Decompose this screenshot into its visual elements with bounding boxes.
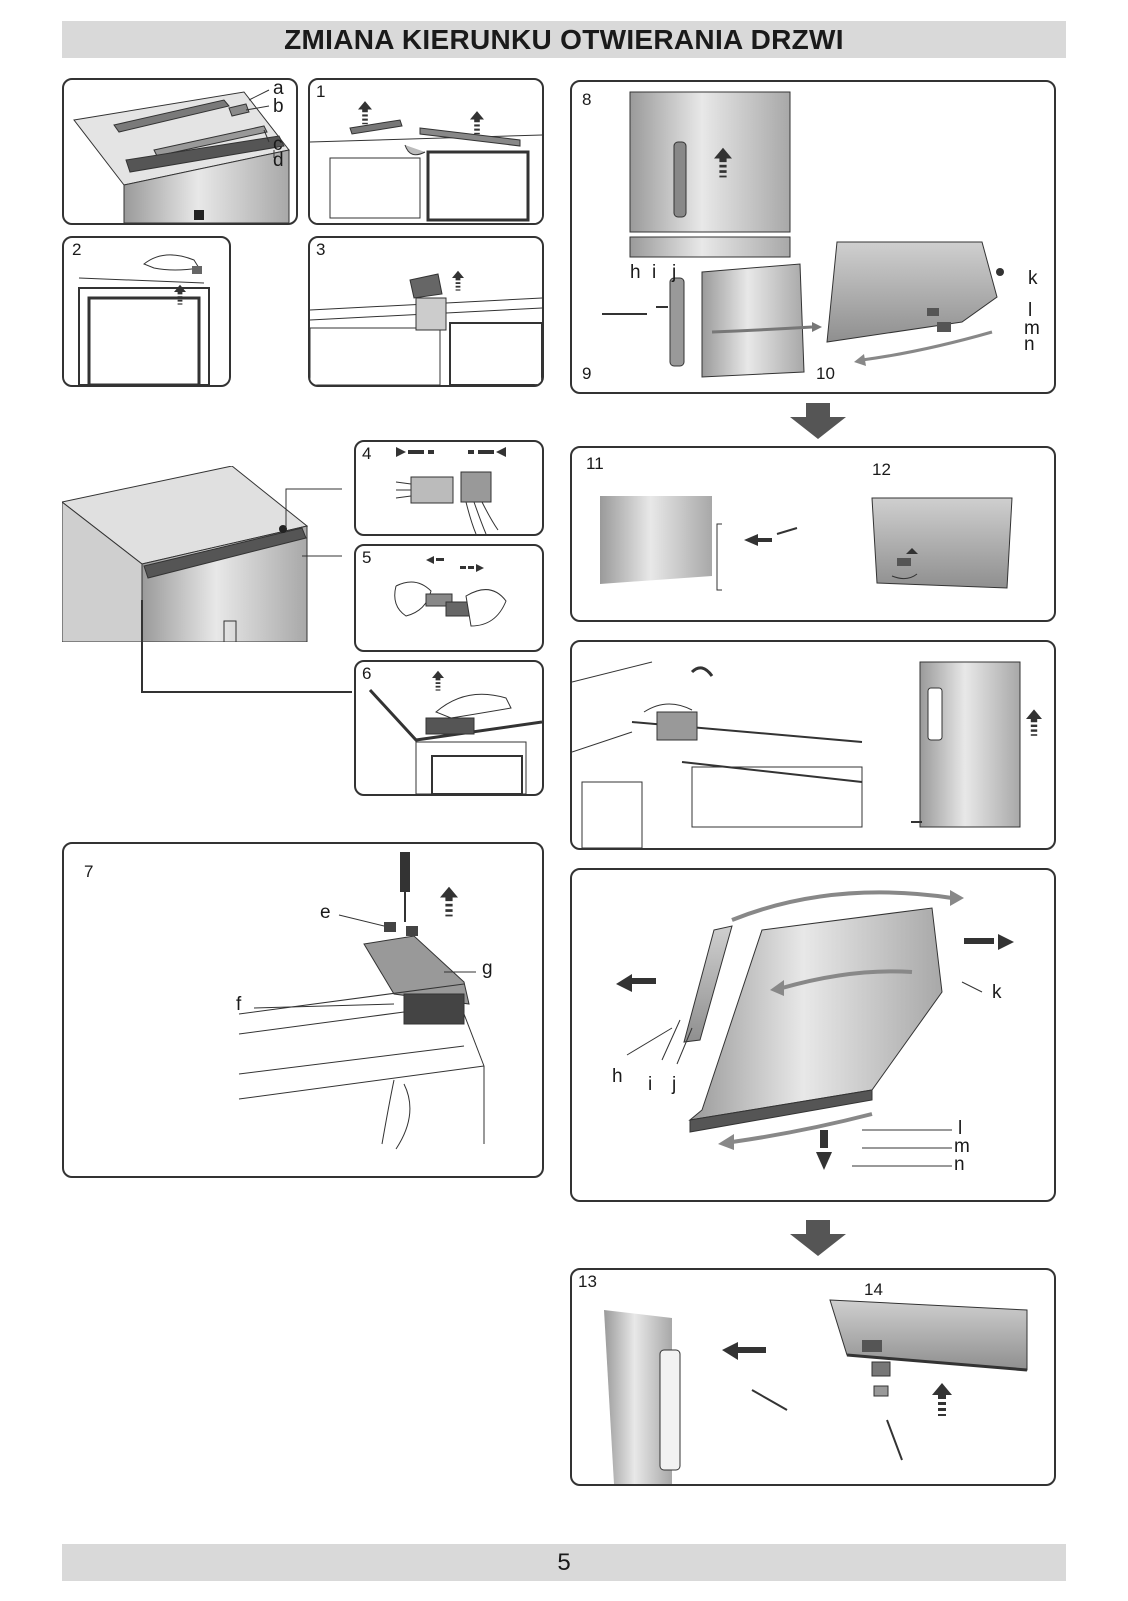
step-number-14: 14: [864, 1280, 883, 1299]
label-e: e: [320, 902, 331, 923]
figure-step-4: 4: [354, 440, 544, 536]
unclip-connector-illustration: [394, 556, 507, 627]
label-d: d: [273, 150, 284, 171]
label-j: j: [672, 262, 677, 283]
figure-door-reassembly: h i j k l m n: [570, 868, 1056, 1202]
page-title-bar: ZMIANA KIERUNKU OTWIERANIA DRZWI: [62, 21, 1066, 58]
up-arrow-icon: [432, 670, 444, 692]
label-f: f: [236, 994, 242, 1015]
label-h: h: [630, 262, 641, 283]
page-title: ZMIANA KIERUNKU OTWIERANIA DRZWI: [284, 23, 844, 55]
step-number-9: 9: [582, 364, 592, 383]
figure-step-7: 7 e f g: [62, 842, 544, 1178]
step-number-3: 3: [316, 240, 326, 259]
refit-lower-door-parts-illustration: [604, 1299, 1028, 1484]
remove-top-hinge-illustration: [238, 852, 485, 1150]
figure-step-6: 6: [354, 660, 544, 796]
label-m: m: [1024, 318, 1040, 339]
lift-bracket-illustration: [368, 688, 542, 794]
step-number-10: 10: [816, 364, 835, 383]
label-l: l: [1028, 300, 1033, 321]
step-number-13: 13: [578, 1272, 597, 1291]
fridge-top-cabinet: [62, 466, 342, 642]
down-arrow-icon: [790, 1220, 846, 1256]
fridge-top-illustration: [73, 89, 290, 223]
label-n: n: [1024, 334, 1035, 355]
transfer-door-parts-illustration: [616, 890, 1014, 1170]
label-k-2: k: [992, 982, 1002, 1003]
up-arrow-icon: [358, 100, 372, 126]
step-number-4: 4: [362, 444, 372, 463]
label-m-2: m: [954, 1136, 970, 1157]
figure-step-5: 5: [354, 544, 544, 652]
label-h-2: h: [612, 1066, 623, 1087]
remove-hinge-cover-illustration: [310, 273, 542, 385]
label-a: a: [273, 78, 284, 99]
disconnect-plug-illustration: [395, 447, 506, 534]
label-i: i: [652, 262, 657, 283]
step-number-7: 7: [84, 862, 94, 881]
label-j-2: j: [672, 1074, 677, 1095]
label-i-2: i: [648, 1074, 653, 1095]
figure-step-1: 1: [308, 78, 544, 225]
step-number-8: 8: [582, 90, 592, 109]
figure-steps-8-10: 8 9 10 h i j k l m n: [570, 80, 1056, 394]
step-number-2: 2: [72, 240, 82, 259]
move-upper-door-parts-illustration: [600, 496, 1013, 591]
connector-line: [141, 600, 352, 693]
step-number-1: 1: [316, 82, 326, 101]
down-arrow-icon: [790, 403, 846, 439]
figure-step-2: 2: [62, 236, 231, 387]
up-arrow-icon: [174, 284, 186, 306]
label-b: b: [273, 96, 284, 117]
remove-upper-door-illustration: [602, 91, 1004, 378]
figure-middle-hinge: [570, 640, 1056, 850]
label-k: k: [1028, 268, 1038, 289]
figure-parts-overview: a b c d: [62, 78, 298, 225]
figure-steps-13-14: 13 14: [570, 1268, 1056, 1486]
label-l-2: l: [958, 1118, 963, 1139]
step-number-5: 5: [362, 548, 372, 567]
remove-covers-illustration: [310, 119, 542, 223]
figure-steps-11-12: 11 12: [570, 446, 1056, 622]
label-g: g: [482, 958, 493, 979]
up-arrow-icon: [470, 110, 484, 136]
figure-step-3: 3: [308, 236, 544, 387]
lift-cover-illustration: [78, 254, 210, 385]
label-n-2: n: [954, 1154, 965, 1175]
step-number-11: 11: [586, 454, 604, 473]
up-arrow-icon: [932, 1380, 952, 1420]
up-arrow-icon: [714, 146, 732, 180]
swap-middle-hinge-illustration: [572, 661, 1021, 848]
step-number-12: 12: [872, 460, 891, 479]
up-arrow-icon: [440, 886, 458, 918]
up-arrow-icon: [1026, 708, 1042, 738]
up-arrow-icon: [452, 270, 464, 292]
page-number-bar: 5: [62, 1544, 1066, 1581]
label-c: c: [273, 134, 283, 155]
page-number: 5: [557, 1548, 571, 1576]
step-number-6: 6: [362, 664, 372, 683]
